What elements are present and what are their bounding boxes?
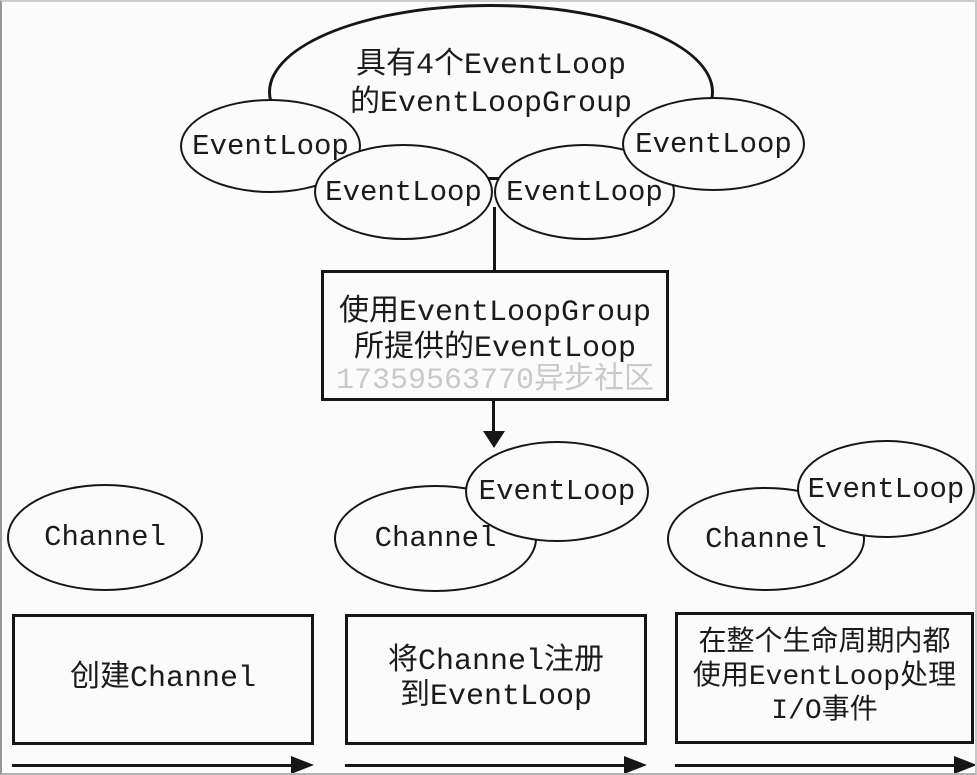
eventloop-ellipse-2: EventLoop — [314, 144, 493, 240]
stage2-caption-line2: 到EventLoop — [399, 679, 593, 714]
eventloop-ellipse-stage3: EventLoop — [797, 440, 975, 538]
eventloopgroup-label-line2: 的EventLoopGroup — [349, 87, 633, 121]
stage2-timeline-arrowhead-icon — [624, 756, 647, 773]
box-to-eventloop-arrow-shaft — [492, 401, 495, 432]
provide-eventloop-box: 使用EventLoopGroup 所提供的EventLoop 173595637… — [321, 270, 669, 401]
stage3-caption-line3: I/O事件 — [771, 696, 878, 727]
eventloop-label-stage3: EventLoop — [807, 472, 965, 506]
stage3-caption-box: 在整个生命周期内都 使用EventLoop处理 I/O事件 — [675, 612, 974, 744]
stage3-timeline-arrowhead-icon — [954, 756, 975, 773]
group-to-box-connector-line — [493, 207, 496, 270]
stage1-timeline-arrow-line — [12, 764, 292, 767]
stage2-caption-box: 将Channel注册 到EventLoop — [345, 614, 647, 745]
watermark-text: 17359563770异步社区 — [335, 364, 655, 398]
stage1-caption-box: 创建Channel — [12, 614, 314, 745]
eventloop-ellipse-3: EventLoop — [494, 144, 675, 240]
stage3-timeline-arrow-line — [675, 764, 955, 767]
eventloopgroup-label: 具有4个EventLoop 的EventLoopGroup — [350, 47, 632, 123]
box-to-eventloop-arrowhead-icon — [483, 431, 505, 448]
eventloop-label-1: EventLoop — [192, 129, 349, 163]
eventloop-ellipse-stage2: EventLoop — [465, 441, 649, 542]
stage3-caption-line1: 在整个生命周期内都 — [698, 628, 951, 659]
stage2-caption-line1: 将Channel注册 — [387, 644, 605, 679]
stage1-timeline-arrowhead-icon — [291, 756, 314, 773]
provide-box-line1: 使用EventLoopGroup — [338, 295, 652, 330]
eventloopgroup-label-line1: 具有4个EventLoop — [355, 49, 626, 83]
channel-ellipse-stage1: Channel — [7, 484, 203, 591]
eventloop-ellipse-4: EventLoop — [622, 97, 805, 191]
channel-label-stage2: Channel — [374, 522, 497, 555]
eventloop-label-4: EventLoop — [635, 127, 792, 161]
stage2-timeline-arrow-line — [345, 764, 625, 767]
stage3-caption-line2: 使用EventLoop处理 — [692, 662, 957, 693]
eventloop-label-2: EventLoop — [325, 175, 482, 209]
eventloop-label-3: EventLoop — [506, 175, 663, 209]
provide-box-line2: 所提供的EventLoop — [353, 331, 637, 366]
channel-label-stage1: Channel — [44, 521, 166, 554]
stage1-caption-line1: 创建Channel — [69, 662, 257, 696]
eventloop-label-stage2: EventLoop — [478, 475, 636, 508]
channel-label-stage3: Channel — [705, 522, 827, 556]
